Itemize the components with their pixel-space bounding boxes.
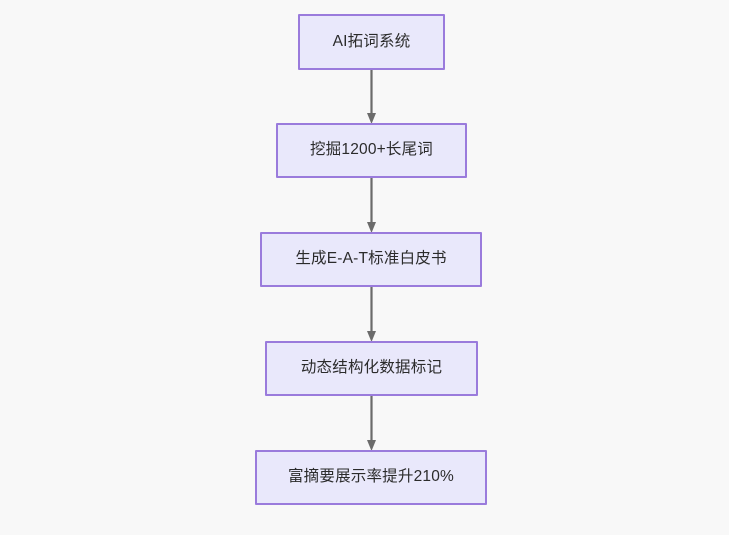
flow-node-label: AI拓词系统 [332,32,411,50]
flow-node-label: 动态结构化数据标记 [300,359,443,377]
flow-node-ai-keyword-system[interactable]: AI拓词系统 [298,14,445,70]
flow-node-label: 生成E-A-T标准白皮书 [295,250,447,268]
flow-node-label: 挖掘1200+长尾词 [309,141,434,159]
flow-node-dynamic-structured-data-markup[interactable]: 动态结构化数据标记 [265,341,478,396]
flow-node-mine-longtail-keywords[interactable]: 挖掘1200+长尾词 [276,123,467,178]
flow-node-label: 富摘要展示率提升210% [287,468,455,486]
flow-node-rich-snippet-impression-uplift[interactable]: 富摘要展示率提升210% [255,450,487,505]
flow-node-generate-eat-whitepaper[interactable]: 生成E-A-T标准白皮书 [260,232,482,287]
